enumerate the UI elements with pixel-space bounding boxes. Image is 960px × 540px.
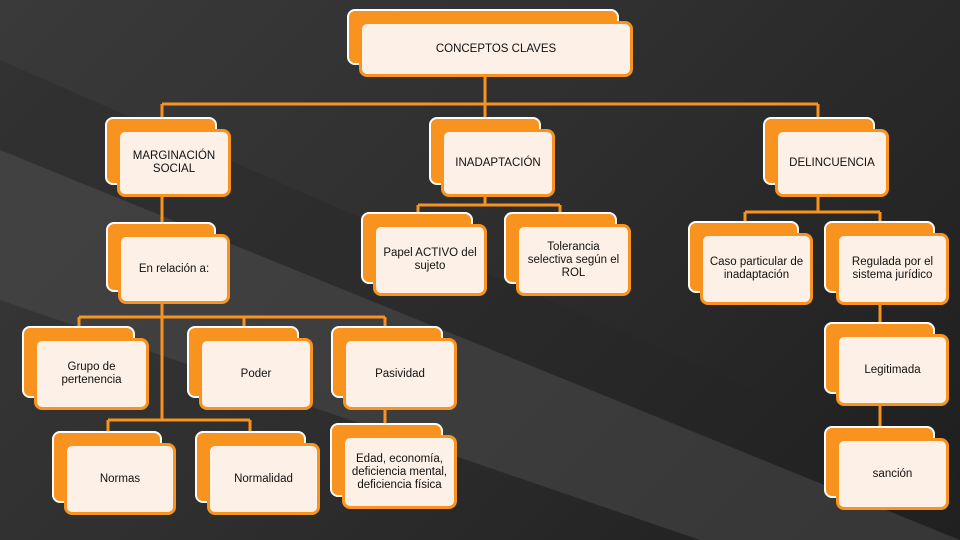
node-label: En relación a: (118, 234, 230, 304)
node-delincuencia: DELINCUENCIA (763, 117, 889, 197)
node-caso-particular: Caso particular de inadaptación (688, 221, 813, 305)
node-label: DELINCUENCIA (775, 129, 889, 197)
node-label: Normalidad (207, 443, 320, 515)
node-sancion: sanción (824, 426, 949, 510)
node-label: INADAPTACIÓN (441, 129, 555, 197)
node-label: Normas (64, 443, 176, 515)
node-label: sanción (836, 438, 949, 510)
node-pasividad: Pasividad (331, 326, 457, 410)
node-label: Legitimada (836, 334, 949, 406)
node-label: Tolerancia selectiva según el ROL (516, 224, 631, 296)
node-legitimada: Legitimada (824, 322, 949, 406)
node-label: Caso particular de inadaptación (700, 233, 813, 305)
node-tolerancia-selectiva: Tolerancia selectiva según el ROL (504, 212, 631, 296)
node-label: Regulada por el sistema jurídico (836, 233, 949, 305)
node-label: Papel ACTIVO del sujeto (373, 224, 487, 296)
node-marginacion-social: MARGINACIÓN SOCIAL (105, 117, 231, 197)
node-regulada: Regulada por el sistema jurídico (824, 221, 949, 305)
node-papel-activo: Papel ACTIVO del sujeto (361, 212, 487, 296)
node-label: MARGINACIÓN SOCIAL (117, 129, 231, 197)
node-poder: Poder (187, 326, 313, 410)
node-label: Grupo de pertenencia (34, 338, 149, 410)
node-normalidad: Normalidad (195, 431, 320, 515)
node-label: CONCEPTOS CLAVES (359, 21, 633, 77)
node-grupo-de-pertenencia: Grupo de pertenencia (22, 326, 149, 410)
node-normas: Normas (52, 431, 176, 515)
node-edad-economia: Edad, economía, deficiencia mental, defi… (330, 423, 457, 509)
node-label: Pasividad (343, 338, 457, 410)
node-conceptos-claves: CONCEPTOS CLAVES (347, 9, 633, 77)
node-label: Poder (199, 338, 313, 410)
node-inadaptacion: INADAPTACIÓN (429, 117, 555, 197)
node-en-relacion-a: En relación a: (106, 222, 230, 304)
node-label: Edad, economía, deficiencia mental, defi… (342, 435, 457, 509)
